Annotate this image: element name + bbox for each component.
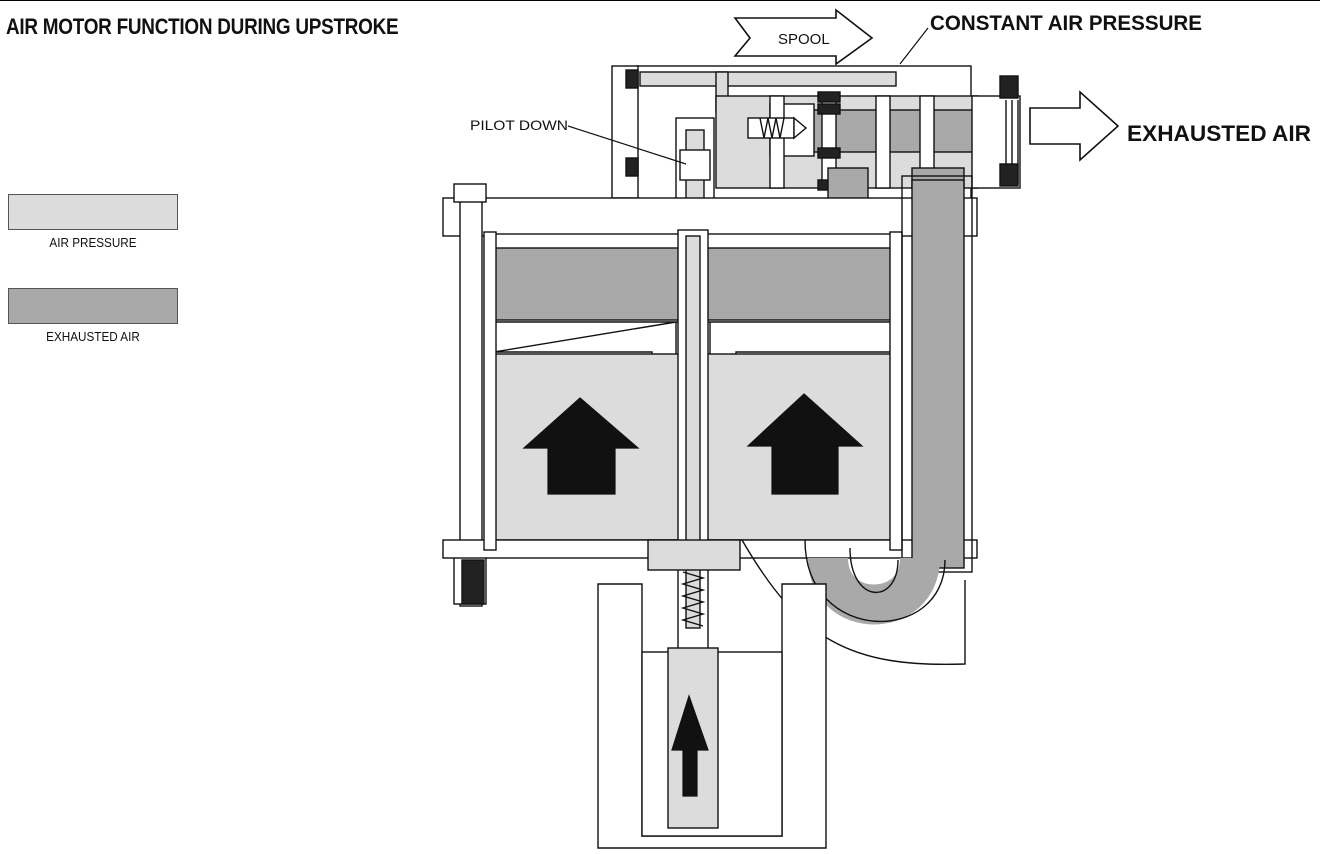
pressure-passage-top [639, 71, 897, 87]
exhaust-u-bend-outline-outer [804, 539, 946, 623]
legend-label-exhausted-air: EXHAUSTED AIR [46, 329, 140, 344]
rod-spring [680, 571, 706, 627]
up-arrow-icon-right [746, 393, 864, 495]
spool-arrow-icon [733, 8, 874, 66]
exhaust-u-bend-outline-inner [849, 547, 899, 594]
pilot-valve-seat [679, 149, 711, 181]
spool-seal-3 [817, 147, 841, 159]
exhaust-u-bend [808, 556, 940, 625]
exhaust-manifold-outline [741, 539, 966, 666]
pilot-down-label: PILOT DOWN [470, 117, 568, 133]
constant-air-pressure-label: CONSTANT AIR PRESSURE [930, 12, 1202, 35]
pump-bushing [647, 539, 741, 571]
spool-tip [793, 116, 808, 140]
barrel-wall-right [889, 231, 903, 551]
tie-rod-left-nut-top [453, 183, 487, 203]
exhaust-fitting-nut-top [999, 75, 1019, 99]
spool-seal-1 [817, 91, 841, 103]
barrel-wall-left [483, 231, 497, 551]
constant-air-leader [899, 27, 929, 65]
exhaust-riser-tube [911, 179, 965, 569]
exhausted-air-callout: EXHAUSTED AIR [1127, 121, 1311, 146]
legend-swatch-air-pressure [8, 194, 178, 230]
cylinder-head [442, 197, 978, 237]
cap-screw-bottom [625, 157, 639, 177]
up-arrow-icon-intake [671, 694, 709, 797]
page-title: AIR MOTOR FUNCTION DURING UPSTROKE [6, 14, 399, 39]
spool-seal-4 [817, 103, 841, 115]
cap-screw-top [625, 69, 639, 89]
exhaust-arrow-icon [1029, 90, 1120, 162]
top-rule [0, 0, 1320, 1]
tie-rod-left-threads [461, 559, 485, 605]
piston-rod-inner [685, 235, 701, 629]
legend-label-air-pressure: AIR PRESSURE [49, 235, 137, 250]
up-arrow-icon-left [522, 397, 640, 495]
pilot-down-leader [567, 125, 687, 165]
spool-land-1 [769, 95, 785, 189]
spool-spring [759, 117, 785, 139]
legend-swatch-exhausted-air [8, 288, 178, 324]
spool-land-3 [875, 95, 891, 189]
exhaust-fitting-nut-bottom [999, 163, 1019, 187]
spool-label: SPOOL [778, 31, 830, 48]
